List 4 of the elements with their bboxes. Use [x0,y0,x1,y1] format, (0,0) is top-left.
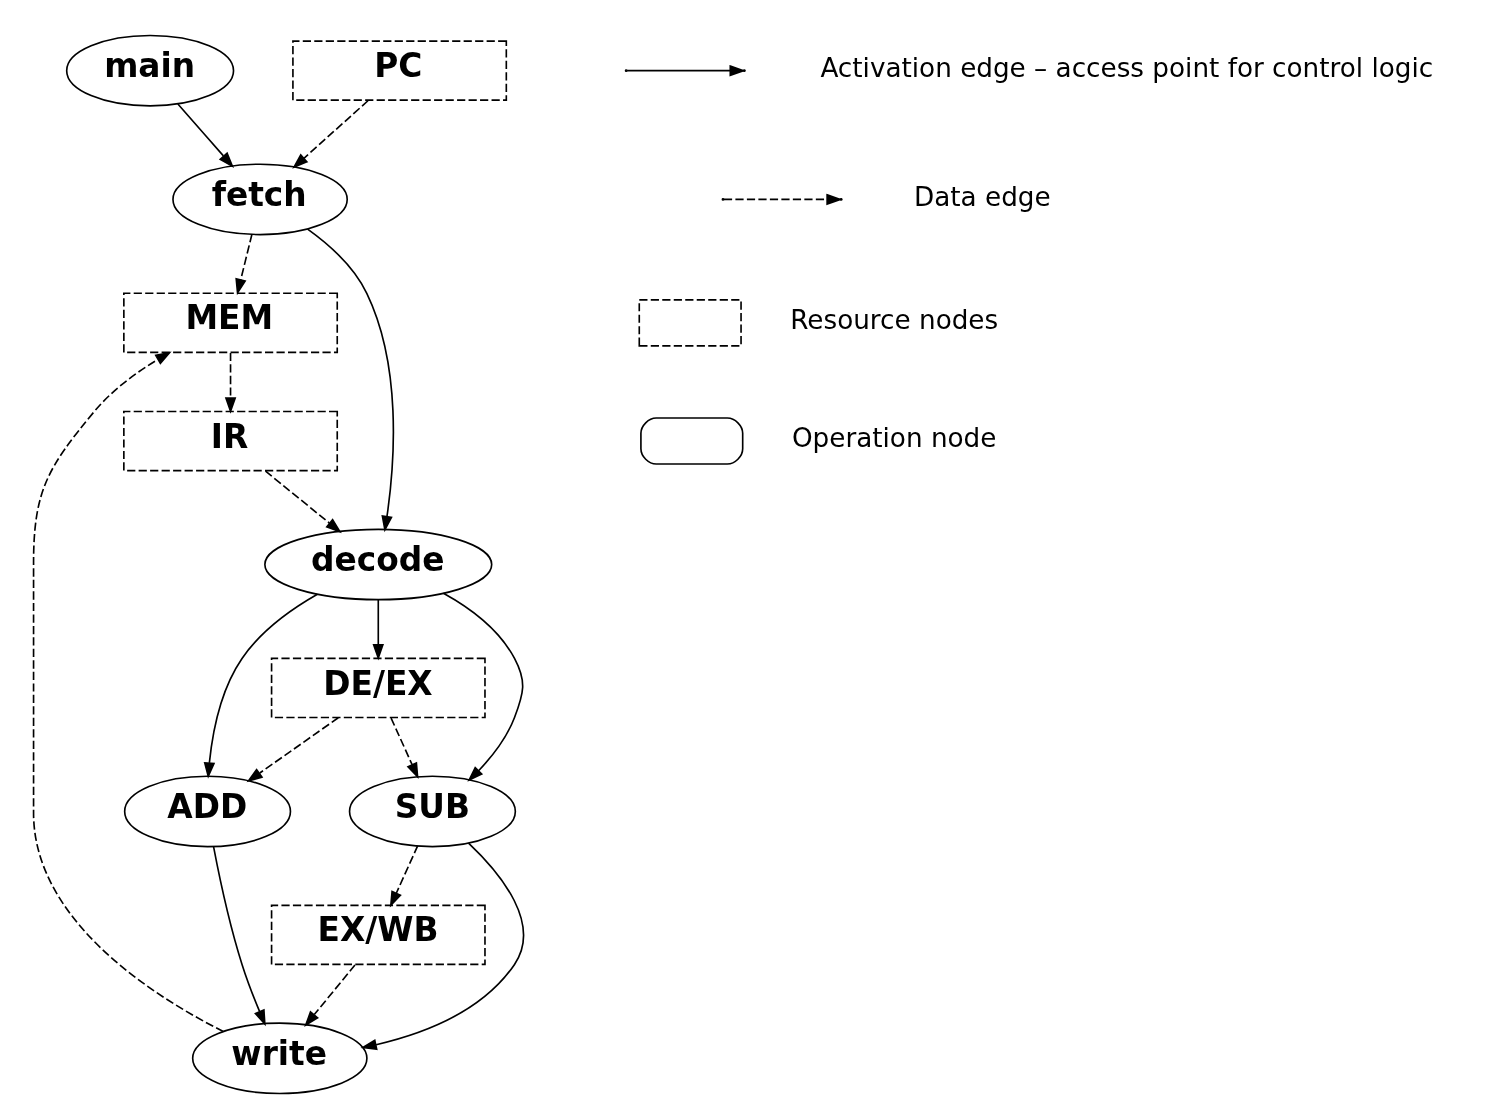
legend-label: Resource nodes [790,305,999,336]
legend-label: Activation edge – access point for control logic [820,52,1434,83]
legend-label: Data edge [914,181,1051,212]
legend-label: Operation node [791,423,997,454]
